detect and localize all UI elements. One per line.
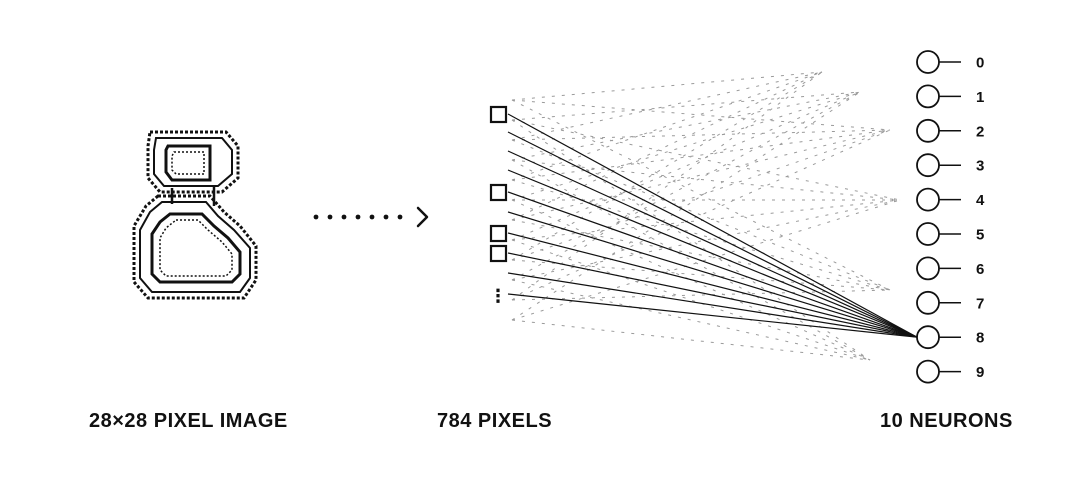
neurons-caption: 10 NEURONS — [880, 410, 1013, 432]
faint-connection — [511, 99, 891, 131]
image-caption: 28×28 PIXEL IMAGE — [89, 410, 288, 432]
active-connection — [507, 232, 918, 338]
active-connection — [507, 113, 918, 338]
neuron-8 — [916, 325, 940, 350]
input-pixels — [489, 105, 508, 263]
faint-connection — [511, 119, 871, 361]
dotted-arrow-icon — [313, 206, 429, 228]
neuron-9 — [916, 359, 940, 384]
neuron-label-3: 3 — [976, 158, 984, 175]
input-pixel — [489, 183, 508, 202]
neuron-label-6: 6 — [976, 261, 984, 278]
active-connection — [507, 131, 918, 338]
faint-connection — [511, 91, 861, 241]
faint-connection — [511, 129, 891, 141]
neuron-2 — [916, 118, 940, 143]
faint-connection — [511, 319, 871, 361]
neuron-label-8: 8 — [976, 330, 984, 347]
neuron-label-0: 0 — [976, 55, 984, 72]
active-connection — [507, 191, 918, 338]
active-connection — [507, 252, 918, 338]
faint-connections — [511, 71, 901, 361]
faint-connection — [511, 99, 891, 291]
active-connection — [507, 272, 918, 338]
faint-connection — [511, 159, 901, 201]
active-connection — [507, 211, 918, 338]
neuron-label-7: 7 — [976, 295, 984, 312]
neuron-label-5: 5 — [976, 227, 984, 244]
neuron-3 — [916, 153, 940, 178]
faint-connection — [511, 91, 861, 321]
neuron-4 — [916, 187, 940, 212]
faint-connection — [511, 179, 891, 291]
faint-connection — [511, 219, 891, 291]
neuron-label-2: 2 — [976, 123, 984, 140]
active-connection — [507, 169, 918, 338]
active-connection — [507, 150, 918, 338]
neuron-6 — [916, 256, 940, 281]
faint-connection — [511, 239, 871, 361]
neuron-7 — [916, 290, 940, 315]
faint-connection — [511, 199, 901, 281]
faint-connection — [511, 279, 871, 361]
faint-connection — [511, 71, 823, 101]
faint-connection — [511, 91, 861, 121]
neuron-1 — [916, 84, 940, 109]
input-pixel — [489, 105, 508, 124]
neuron-label-1: 1 — [976, 89, 984, 106]
faint-connection — [511, 199, 901, 241]
faint-connection — [511, 129, 891, 221]
active-connections — [507, 113, 918, 338]
input-pixel — [489, 244, 508, 263]
pixel-ellipsis: ⋮ — [489, 286, 507, 307]
faint-connection — [511, 71, 823, 261]
faint-connection — [511, 91, 861, 161]
pixel-digit-image — [132, 130, 258, 300]
faint-connection — [511, 71, 823, 181]
faint-connection — [511, 129, 891, 181]
faint-connection — [511, 71, 823, 221]
input-pixel — [489, 224, 508, 243]
neuron-label-4: 4 — [976, 192, 985, 209]
pixels-caption: 784 PIXELS — [437, 410, 553, 432]
faint-connection — [511, 91, 861, 201]
output-neurons: 0 1 2 3 4 5 6 7 8 9 — [916, 50, 985, 384]
neuron-0 — [916, 50, 940, 74]
neuron-label-9: 9 — [976, 364, 984, 381]
faint-connection — [511, 159, 871, 361]
faint-connection — [511, 119, 901, 201]
faint-connection — [511, 71, 823, 301]
faint-connection — [511, 71, 823, 141]
active-connection — [507, 293, 918, 338]
faint-connection — [511, 91, 861, 281]
neuron-5 — [916, 222, 940, 246]
